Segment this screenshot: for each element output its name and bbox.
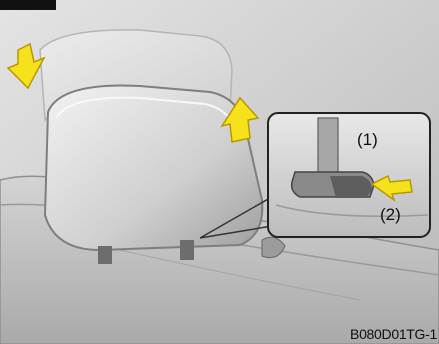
figure-code: B080D01TG-1	[350, 326, 437, 342]
headrest	[45, 86, 262, 250]
headrest-post-right	[180, 240, 194, 260]
callout-label-2: (2)	[380, 205, 401, 225]
top-edge-fragment	[0, 0, 56, 10]
callout-label-1: (1)	[357, 130, 378, 150]
headrest-post-left	[98, 246, 112, 264]
